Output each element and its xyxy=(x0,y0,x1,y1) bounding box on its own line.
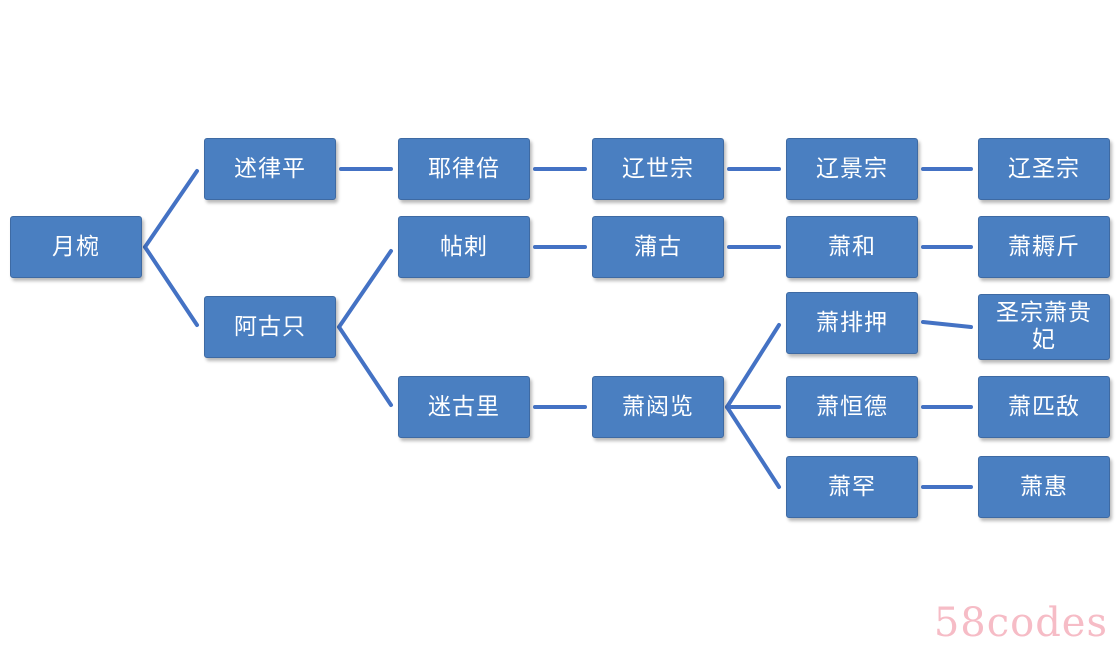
node-label: 辽圣宗 xyxy=(1008,156,1080,182)
node-xiaohe: 萧和 xyxy=(786,216,918,278)
node-aguzhi: 阿古只 xyxy=(204,296,336,358)
node-pugu: 蒲古 xyxy=(592,216,724,278)
node-label: 圣宗萧贵妃 xyxy=(996,300,1092,353)
node-label: 萧排押 xyxy=(816,310,888,336)
edge-aguzhi-tiela xyxy=(337,249,393,329)
node-xiaopidi: 萧匹敌 xyxy=(978,376,1110,438)
node-yuewan: 月椀 xyxy=(10,216,142,278)
edge-xiaoalan-xiaohan xyxy=(725,405,781,489)
node-shulvping: 述律平 xyxy=(204,138,336,200)
edge-aguzhi-miguli xyxy=(337,325,393,407)
node-label: 萧耨斤 xyxy=(1008,234,1080,260)
node-label: 萧恒德 xyxy=(816,394,888,420)
node-label: 萧惠 xyxy=(1020,474,1068,500)
node-label: 蒲古 xyxy=(634,234,682,260)
node-liaoshengzong: 辽圣宗 xyxy=(978,138,1110,200)
edge-xiaopaiya-shengzongguifei xyxy=(921,320,973,329)
node-label: 耶律倍 xyxy=(428,156,500,182)
node-label: 阿古只 xyxy=(234,314,306,340)
node-label: 述律平 xyxy=(234,156,306,182)
node-tiela: 帖剌 xyxy=(398,216,530,278)
node-label: 萧匹敌 xyxy=(1008,394,1080,420)
node-shengzongguifei: 圣宗萧贵妃 xyxy=(978,294,1110,360)
watermark: 58codes xyxy=(933,600,1108,646)
node-label: 辽世宗 xyxy=(622,156,694,182)
edge-xiaoalan-xiaopaiya xyxy=(725,323,781,409)
node-xiaohui: 萧惠 xyxy=(978,456,1110,518)
node-label: 帖剌 xyxy=(440,234,488,260)
node-label: 月椀 xyxy=(52,234,100,260)
node-label: 迷古里 xyxy=(428,394,500,420)
node-xiaoalan: 萧闼览 xyxy=(592,376,724,438)
node-liaojingzong: 辽景宗 xyxy=(786,138,918,200)
node-xiaonoujin: 萧耨斤 xyxy=(978,216,1110,278)
edge-yuewan-aguzhi xyxy=(143,245,199,327)
node-yelvbei: 耶律倍 xyxy=(398,138,530,200)
node-label: 萧闼览 xyxy=(622,394,694,420)
node-miguli: 迷古里 xyxy=(398,376,530,438)
node-xiaohan: 萧罕 xyxy=(786,456,918,518)
node-xiaohengde: 萧恒德 xyxy=(786,376,918,438)
node-xiaopaiya: 萧排押 xyxy=(786,292,918,354)
node-liaoshizong: 辽世宗 xyxy=(592,138,724,200)
node-label: 萧罕 xyxy=(828,474,876,500)
node-label: 辽景宗 xyxy=(816,156,888,182)
node-label: 萧和 xyxy=(828,234,876,260)
edge-yuewan-shulvping xyxy=(143,169,199,249)
